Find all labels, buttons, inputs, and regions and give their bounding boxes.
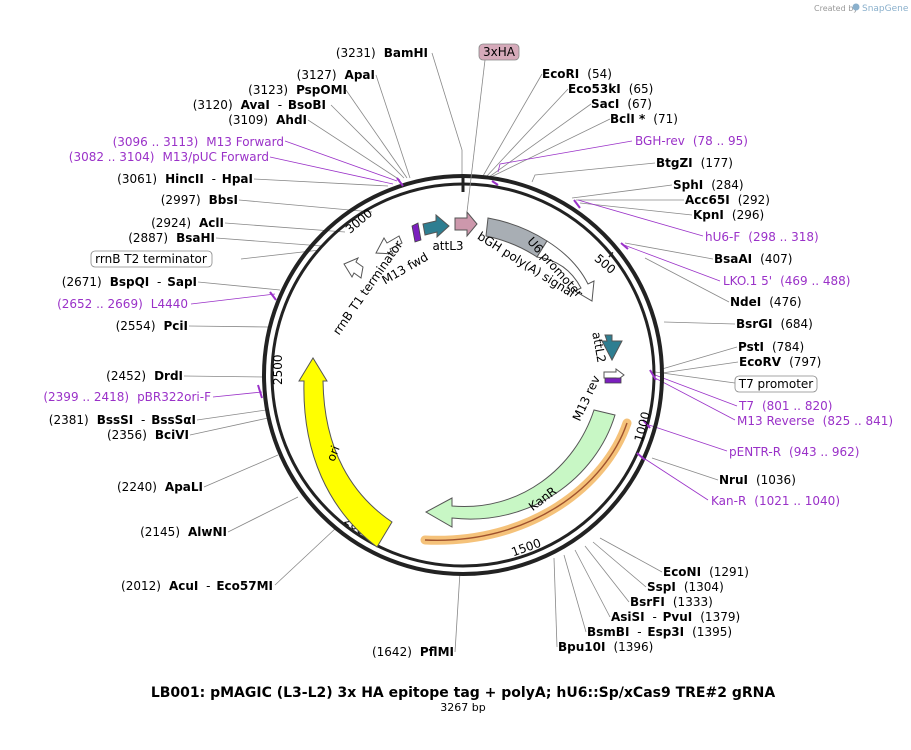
attl3-feature[interactable] (422, 213, 450, 239)
primer-m13-puc-forward[interactable]: (3082 .. 3104)M13/pUC Forward (69, 150, 269, 164)
left-site-labels: (3231)BamHI (3127)ApaI (3123)PspOMI (312… (49, 46, 454, 659)
site-ecorv[interactable]: EcoRV(797) (739, 355, 821, 369)
kanr-feature[interactable] (424, 409, 616, 528)
primer-t7[interactable]: T7(801 .. 820) (738, 399, 832, 413)
site-pflmi[interactable]: (1642)PflMI (372, 645, 454, 659)
site-ndei[interactable]: NdeI(476) (730, 295, 802, 309)
primer-kan-r[interactable]: Kan-R(1021 .. 1040) (711, 494, 840, 508)
site-pspomi[interactable]: (3123)PspOMI (248, 83, 347, 97)
site-hincii-hpai[interactable]: (3061)HincII - HpaI (117, 172, 253, 186)
site-econi[interactable]: EcoNI(1291) (663, 565, 749, 579)
primer-m13-forward[interactable]: (3096 .. 3113)M13 Forward (113, 135, 284, 149)
credit-prefix: Created by (814, 4, 858, 13)
site-pcii[interactable]: (2554)PciI (116, 319, 188, 333)
site-bsrfi[interactable]: BsrFI(1333) (630, 595, 713, 609)
rrnb-t2-box-label: rrnB T2 terminator (95, 252, 207, 266)
right-site-labels: EcoRI(54) Eco53kI(65) SacI(67) BclI *(71… (542, 67, 821, 654)
attl2-label: attL2 (589, 331, 608, 364)
3xha-box: 3xHA (478, 43, 520, 61)
site-saci[interactable]: SacI(67) (591, 97, 652, 111)
m13rev-feature[interactable] (604, 377, 622, 384)
site-bsaai[interactable]: BsaAI(407) (714, 252, 792, 266)
primer-pbr322ori-f[interactable]: (2399 .. 2418)pBR322ori-F (43, 390, 211, 404)
site-bsmbi-esp3i[interactable]: BsmBI - Esp3I(1395) (587, 625, 732, 639)
site-asisi-pvui[interactable]: AsiSI - PvuI(1379) (611, 610, 740, 624)
3xha-box-label: 3xHA (483, 45, 516, 59)
site-ecori[interactable]: EcoRI(54) (542, 67, 612, 81)
boxed-label-leaders (654, 371, 736, 384)
tick-2500: 2500 (271, 354, 285, 385)
site-btgzi[interactable]: BtgZI(177) (656, 156, 733, 170)
site-bpu10i[interactable]: Bpu10I(1396) (558, 640, 653, 654)
kanr-highlight-line (424, 422, 628, 541)
site-alwni[interactable]: (2145)AlwNI (140, 525, 227, 539)
ori-feature[interactable] (298, 357, 393, 548)
map-title: LB001: pMAGIC (L3-L2) 3x HA epitope tag … (151, 685, 776, 701)
site-eco53ki[interactable]: Eco53kI(65) (568, 82, 653, 96)
attl3-label: attL3 (432, 239, 463, 253)
left-primer-labels: (3096 .. 3113)M13 Forward (3082 .. 3104)… (43, 135, 284, 404)
t7-promoter-box-label: T7 promoter (738, 377, 814, 391)
primer-leader-lines (190, 140, 738, 501)
site-psti[interactable]: PstI(784) (738, 340, 804, 354)
site-drdi[interactable]: (2452)DrdI (106, 369, 183, 383)
site-sspi[interactable]: SspI(1304) (647, 580, 724, 594)
u6-feature[interactable] (536, 240, 595, 302)
site-kpni[interactable]: KpnI(296) (693, 208, 764, 222)
snapgene-credit: Created by SnapGene (814, 3, 909, 14)
site-acc65i[interactable]: Acc65I(292) (685, 193, 770, 207)
attl2-feature[interactable] (601, 334, 623, 362)
ori-label: ori (324, 444, 343, 464)
site-acli[interactable]: (2924)AclI (151, 216, 224, 230)
right-primer-labels: BGH-rev(78 .. 95) hU6-F(298 .. 318) LKO.… (635, 134, 893, 508)
3xha-leader (466, 59, 486, 213)
m13fwd-feature[interactable] (411, 222, 422, 243)
snapgene-logo-icon (852, 3, 860, 11)
primer-pentr-r[interactable]: pENTR-R(943 .. 962) (729, 445, 859, 459)
site-bsahi[interactable]: (2887)BsaHI (128, 231, 215, 245)
site-bsrgi[interactable]: BsrGI(684) (736, 317, 813, 331)
leader-lines (183, 52, 739, 653)
primer-hu6-f[interactable]: hU6-F(298 .. 318) (705, 230, 819, 244)
primer-lko1-5[interactable]: LKO.1 5'(469 .. 488) (723, 274, 851, 288)
site-bspqi-sapi[interactable]: (2671)BspQI - SapI (62, 275, 197, 289)
site-avai-bsobi[interactable]: (3120)AvaI - BsoBI (193, 98, 326, 112)
site-apali[interactable]: (2240)ApaLI (117, 480, 203, 494)
site-sphi[interactable]: SphI(284) (673, 178, 744, 192)
3xha-feature[interactable] (454, 210, 478, 238)
site-bsssi[interactable]: (2381)BssSI - BssSαI (49, 413, 196, 427)
rrnb-t1-label: rrnB T1 terminator (330, 238, 406, 338)
site-bcli[interactable]: BclI *(71) (610, 112, 678, 126)
primer-l4440[interactable]: (2652 .. 2669)L4440 (57, 297, 188, 311)
primer-ticks (257, 177, 657, 461)
plasmid-length: 3267 bp (440, 701, 485, 714)
rrnb-t2-box: rrnB T2 terminator (90, 250, 213, 268)
primer-m13-reverse[interactable]: M13 Reverse(825 .. 841) (737, 414, 893, 428)
site-bcivi[interactable]: (2356)BciVI (107, 428, 189, 442)
site-apai[interactable]: (3127)ApaI (297, 68, 375, 82)
primer-bgh-rev[interactable]: BGH-rev(78 .. 95) (635, 134, 748, 148)
credit-brand: SnapGene (862, 4, 909, 14)
site-bamhi[interactable]: (3231)BamHI (336, 46, 428, 60)
rrnb-t1-feature[interactable] (375, 235, 403, 255)
site-ahdi[interactable]: (3109)AhdI (228, 113, 307, 127)
site-bbsi[interactable]: (2997)BbsI (161, 193, 238, 207)
site-acui-eco57mi[interactable]: (2012)AcuI - Eco57MI (121, 579, 273, 593)
site-nrui[interactable]: NruI(1036) (719, 473, 796, 487)
tick-500: 500 (592, 251, 619, 276)
rrnb-t2-feature[interactable] (343, 257, 364, 279)
t7-promoter-box: T7 promoter (734, 375, 818, 393)
